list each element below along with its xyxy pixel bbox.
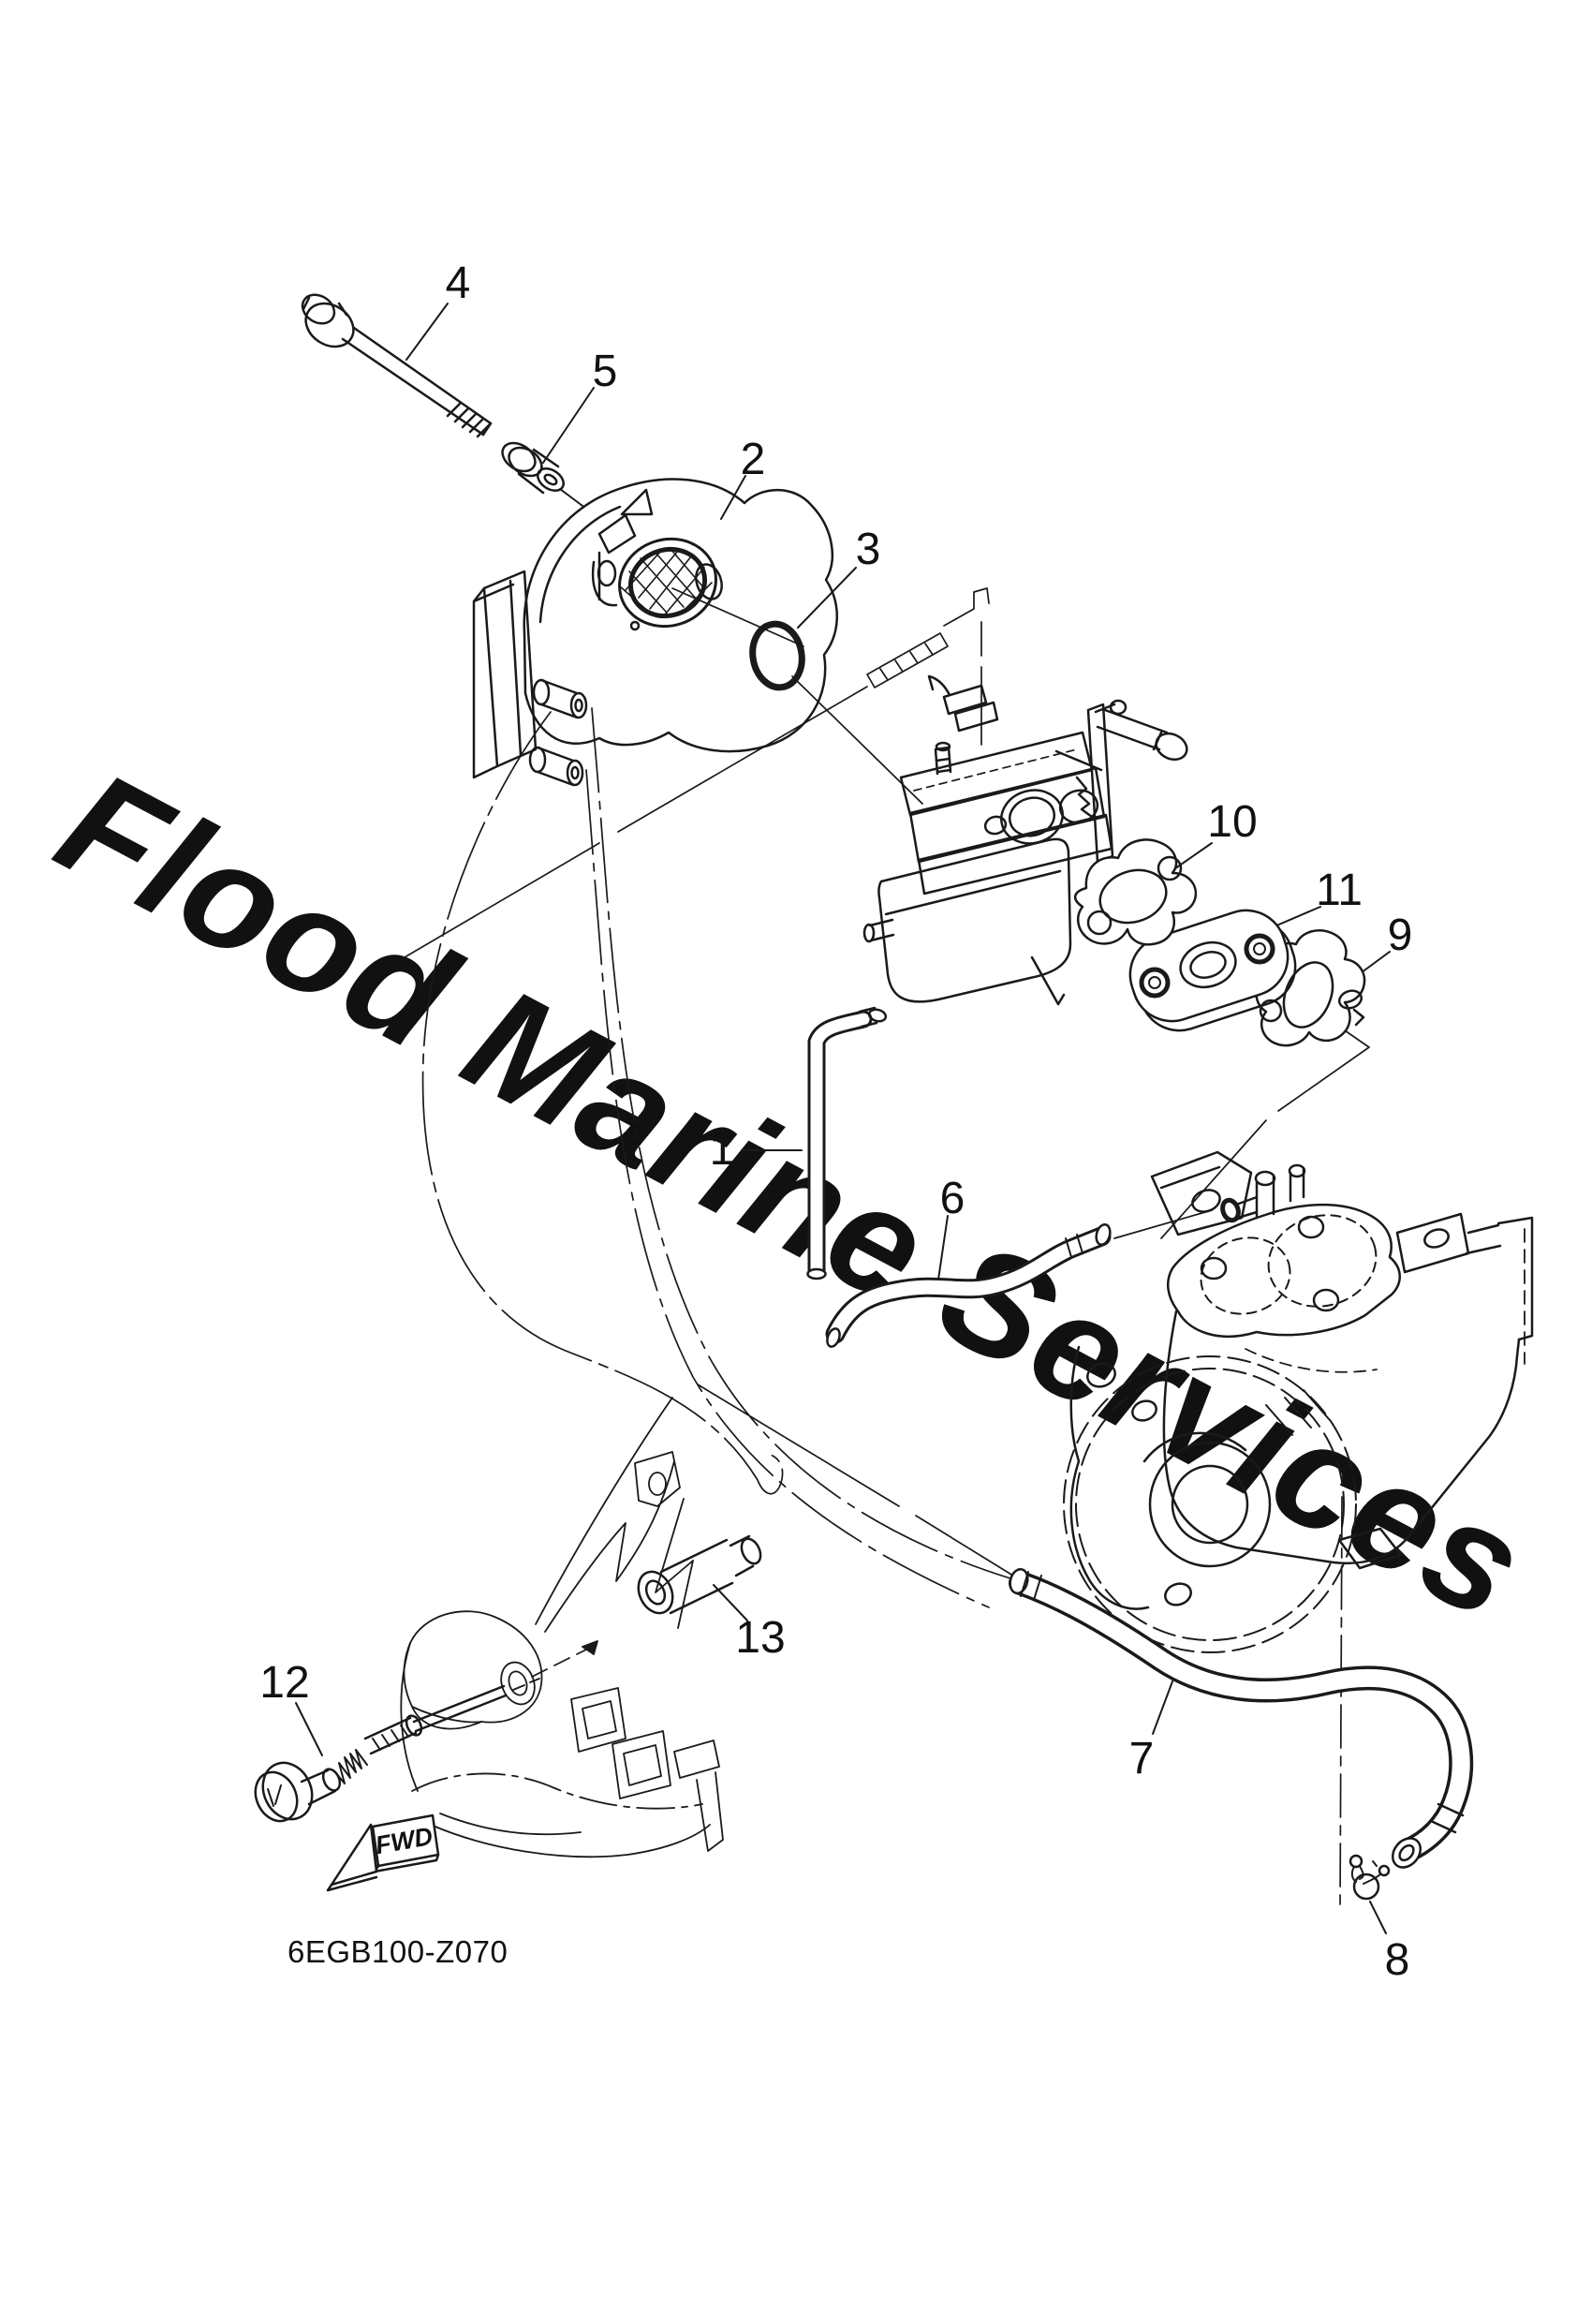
cylinder-body xyxy=(1063,1150,1534,1653)
part-10-silencer-gasket xyxy=(1074,838,1198,946)
choke-cable-line xyxy=(404,686,868,958)
callout-label-6: 6 xyxy=(940,1174,965,1223)
alignment-lines xyxy=(404,587,1370,1912)
gasket-wing xyxy=(1069,1345,1150,1610)
float-bowl xyxy=(877,837,1072,1003)
part-12-choke-knob xyxy=(254,1678,540,1823)
hose6-alignment-line xyxy=(1113,1209,1213,1239)
part-2-intake-silencer xyxy=(472,478,838,787)
part-11-heat-insulator xyxy=(1128,909,1297,1032)
fwd-arrow xyxy=(326,1813,440,1892)
callout-label-3: 3 xyxy=(856,525,881,574)
callout-label-7: 7 xyxy=(1129,1734,1155,1784)
part-6-breather-hose xyxy=(825,1197,1241,1348)
cylinder-vertical-line xyxy=(1339,1496,1343,1912)
part-4-bolt xyxy=(301,293,493,438)
callout-label-1: 1 xyxy=(710,1125,735,1175)
knob-spring xyxy=(334,1749,368,1784)
screen-mesh xyxy=(619,548,713,615)
oring-to-carb-line xyxy=(791,675,923,805)
callout-label-5: 5 xyxy=(593,347,618,396)
callout-label-9: 9 xyxy=(1388,910,1413,960)
part-13-plunger xyxy=(637,1534,762,1615)
intake-flange-face xyxy=(1166,1203,1401,1338)
diagram-code: 6EGB100-Z070 xyxy=(287,1934,508,1969)
routing-line-upper xyxy=(591,707,1014,1580)
silencer-screen-ring xyxy=(618,537,717,629)
silencer-mount-plate xyxy=(482,570,538,768)
cable-hook xyxy=(943,587,990,627)
callout-label-2: 2 xyxy=(741,435,766,484)
cable-spring-sleeve xyxy=(866,632,949,688)
screen-to-oring-line xyxy=(671,587,804,647)
part-5-collar xyxy=(501,441,565,495)
callout-label-13: 13 xyxy=(735,1613,785,1663)
part-1-vent-hose xyxy=(806,1006,888,1280)
routing-line-lower xyxy=(585,769,990,1608)
cowl-phantom-curve xyxy=(421,711,784,1495)
cowl-to-hose7-line xyxy=(697,1384,1017,1578)
bottom-cowl xyxy=(400,1397,724,1858)
cowl-funnel xyxy=(403,1610,543,1730)
callout-label-11: 11 xyxy=(1316,866,1363,915)
callout-label-12: 12 xyxy=(259,1658,309,1708)
part-8-hose-clamp-spring xyxy=(1349,1854,1391,1901)
carburetor xyxy=(862,674,1188,1006)
part-7-fuel-hose xyxy=(1009,1567,1474,1869)
callout-label-10: 10 xyxy=(1207,797,1257,847)
callout-label-4: 4 xyxy=(446,259,471,308)
part-3-o-ring xyxy=(749,620,805,691)
callout-label-8: 8 xyxy=(1385,1935,1410,1985)
